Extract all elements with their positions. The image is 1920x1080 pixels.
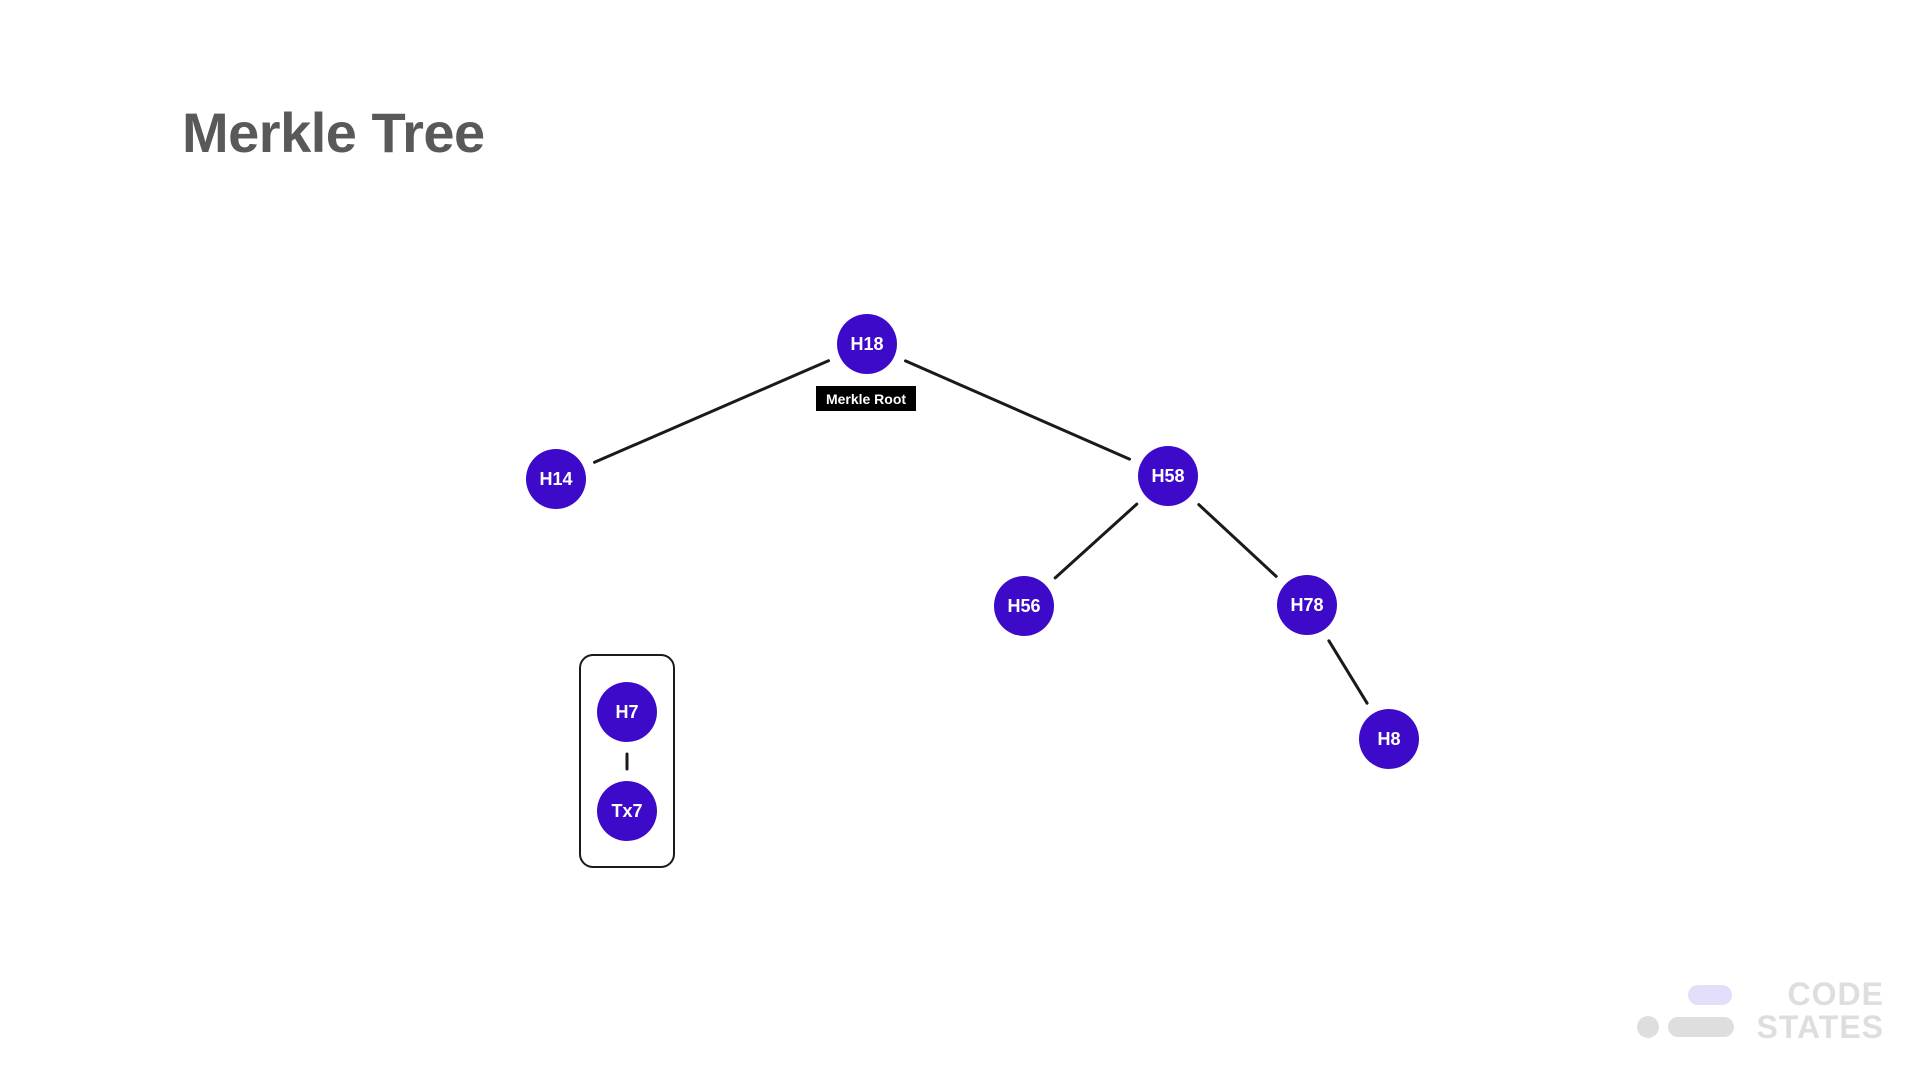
node-h18: H18 [837,314,897,374]
node-circle [994,576,1054,636]
node-label: H14 [539,469,572,489]
edge-h78-h8 [1327,639,1369,705]
node-h14: H14 [526,449,586,509]
node-label: Tx7 [611,801,642,821]
node-label: H78 [1290,595,1323,615]
node-h7: H7 [597,682,657,742]
edge-h18-h14 [593,359,830,464]
node-circle [1359,709,1419,769]
logo-text-states: STATES [1757,1009,1884,1045]
node-circle [1138,446,1198,506]
logo-pill-top [1688,985,1732,1005]
merkle-root-tag-label: Merkle Root [826,391,906,407]
node-tx7: Tx7 [597,781,657,841]
node-h58: H58 [1138,446,1198,506]
node-label: H7 [615,702,638,722]
edge-h58-h78 [1197,503,1278,578]
node-circle [1277,575,1337,635]
node-label: H58 [1151,466,1184,486]
node-h56: H56 [994,576,1054,636]
node-circle [837,314,897,374]
node-circle [526,449,586,509]
node-circle [597,781,657,841]
edge-h18-h58 [904,359,1131,461]
logo-text-code: CODE [1788,976,1884,1012]
node-h8: H8 [1359,709,1419,769]
logo-pill-bottom [1668,1017,1734,1037]
leaf-group-box [579,654,675,868]
edges-layer [593,359,1369,771]
slide-title: Merkle Tree [182,101,485,164]
node-label: H18 [850,334,883,354]
node-circle [597,682,657,742]
node-label: H8 [1377,729,1400,749]
node-h78: H78 [1277,575,1337,635]
merkle-root-tag: Merkle Root [816,386,916,411]
logo-dot [1637,1016,1659,1038]
merkle-root-tag-background [816,386,916,411]
edge-h58-h56 [1053,502,1139,580]
code-states-logo: CODE STATES [1637,976,1884,1045]
node-label: H56 [1007,596,1040,616]
